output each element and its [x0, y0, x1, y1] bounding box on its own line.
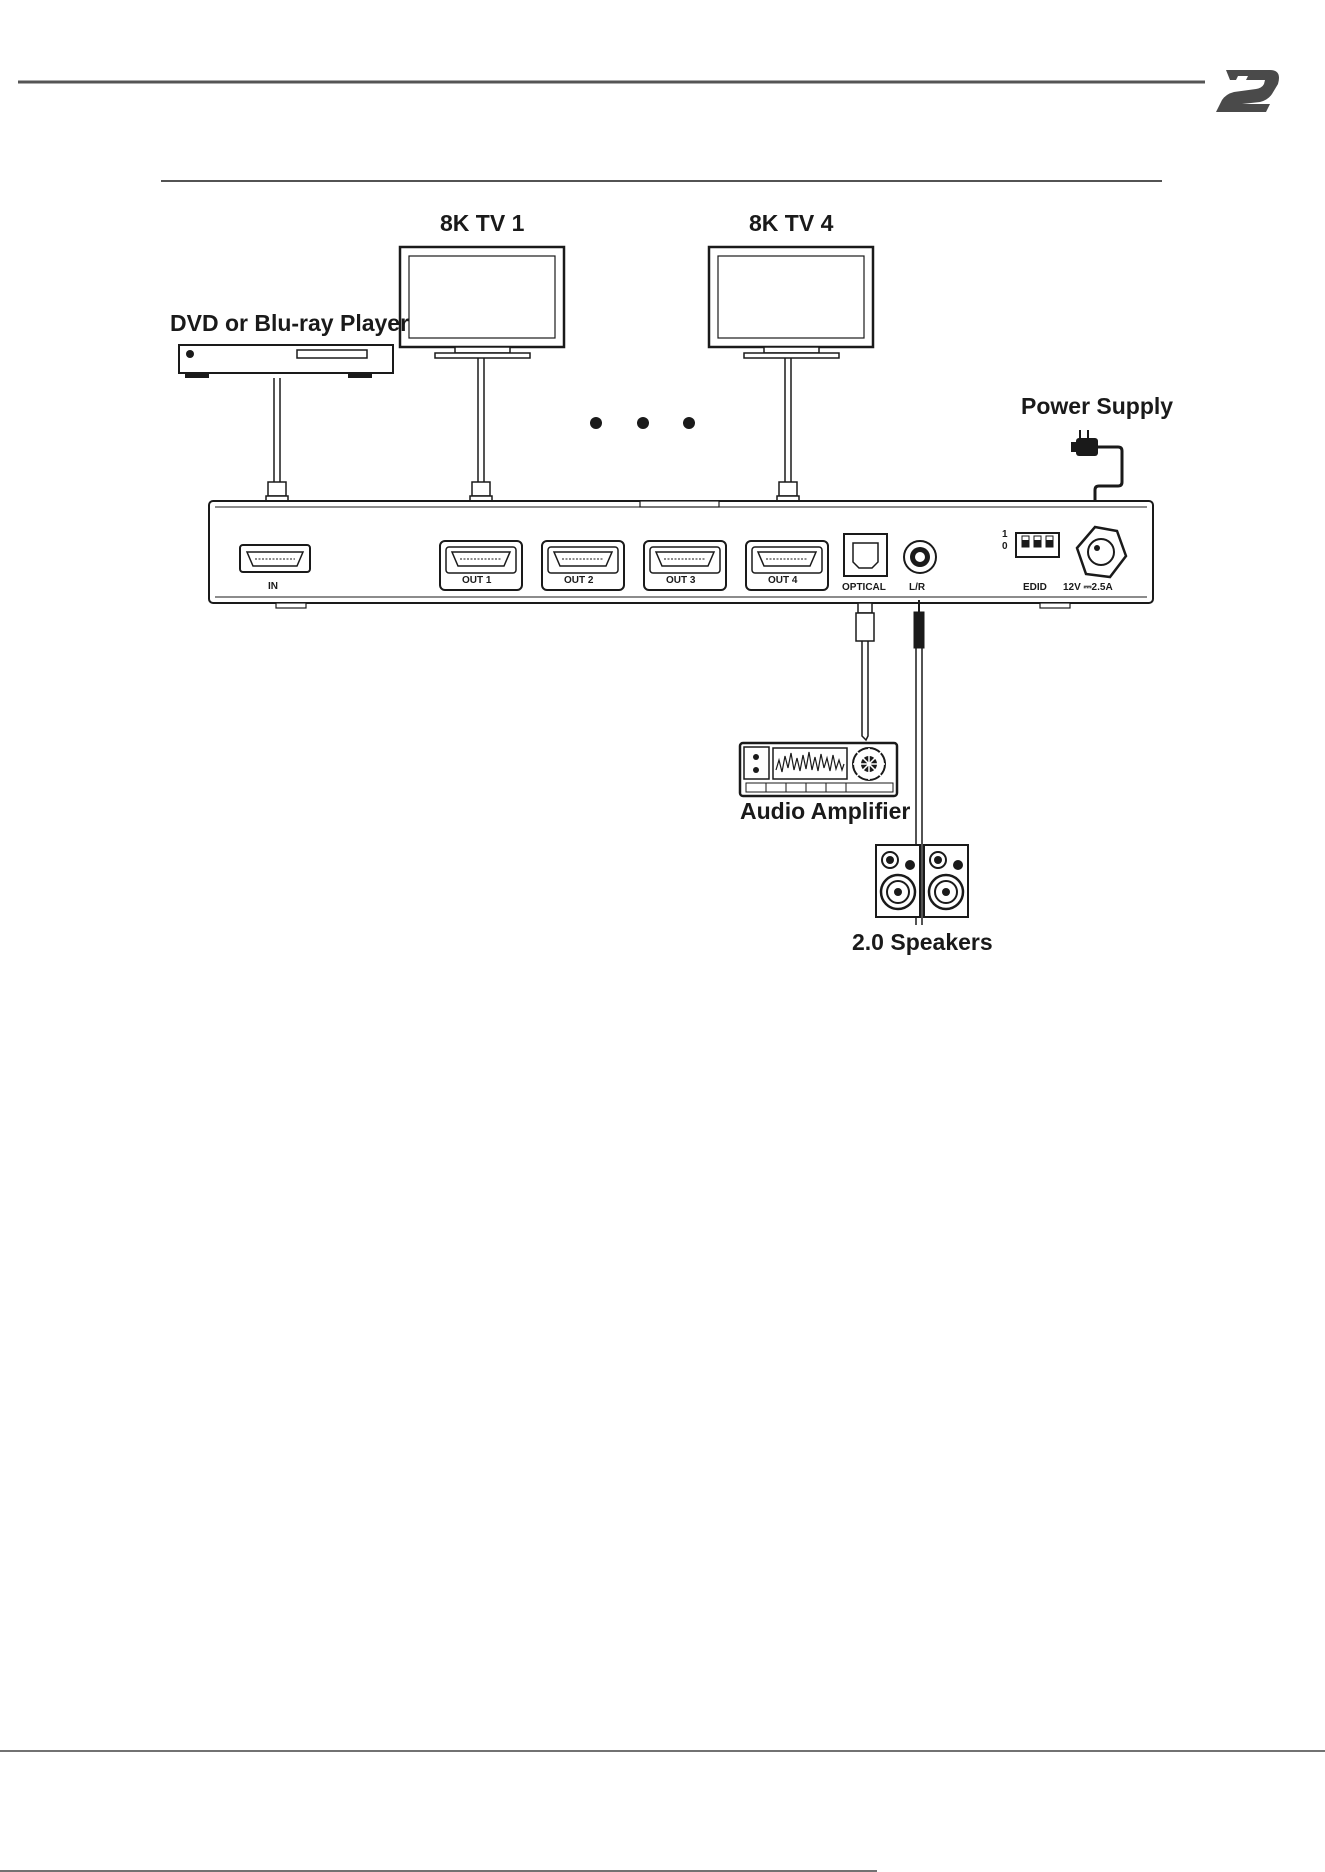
port-label-edid: EDID	[1023, 582, 1047, 593]
hdmi-in-port	[240, 545, 310, 572]
tv4-label: 8K TV 4	[749, 210, 833, 237]
edid-dip-switch	[1016, 533, 1059, 557]
power-supply-label: Power Supply	[1021, 393, 1173, 420]
b2-logo-icon	[1216, 70, 1279, 112]
port-label-out4: OUT 4	[768, 575, 797, 586]
port-label-out1: OUT 1	[462, 575, 491, 586]
port-label-out3: OUT 3	[666, 575, 695, 586]
port-label-in: IN	[268, 581, 278, 592]
optical-port	[844, 534, 887, 576]
dvd-player-label: DVD or Blu-ray Player	[170, 310, 409, 337]
audio-amplifier-icon	[740, 743, 897, 796]
optical-cable	[856, 603, 874, 740]
dvd-player-icon	[179, 345, 393, 378]
port-label-out2: OUT 2	[564, 575, 593, 586]
tv1-icon	[400, 247, 564, 358]
lr-audio-jack	[904, 541, 936, 573]
audio-amplifier-label: Audio Amplifier	[740, 798, 910, 825]
edid-label-0: 0	[1002, 541, 1008, 552]
more-outputs-ellipsis	[590, 417, 695, 429]
tv1-label: 8K TV 1	[440, 210, 524, 237]
port-label-lr: L/R	[909, 582, 925, 593]
tv4-icon	[709, 247, 873, 358]
port-label-power-rating: 12V ⎓2.5A	[1063, 582, 1113, 593]
edid-label-1: 1	[1002, 529, 1008, 540]
port-label-optical: OPTICAL	[842, 582, 886, 593]
speakers-label: 2.0 Speakers	[852, 929, 993, 956]
